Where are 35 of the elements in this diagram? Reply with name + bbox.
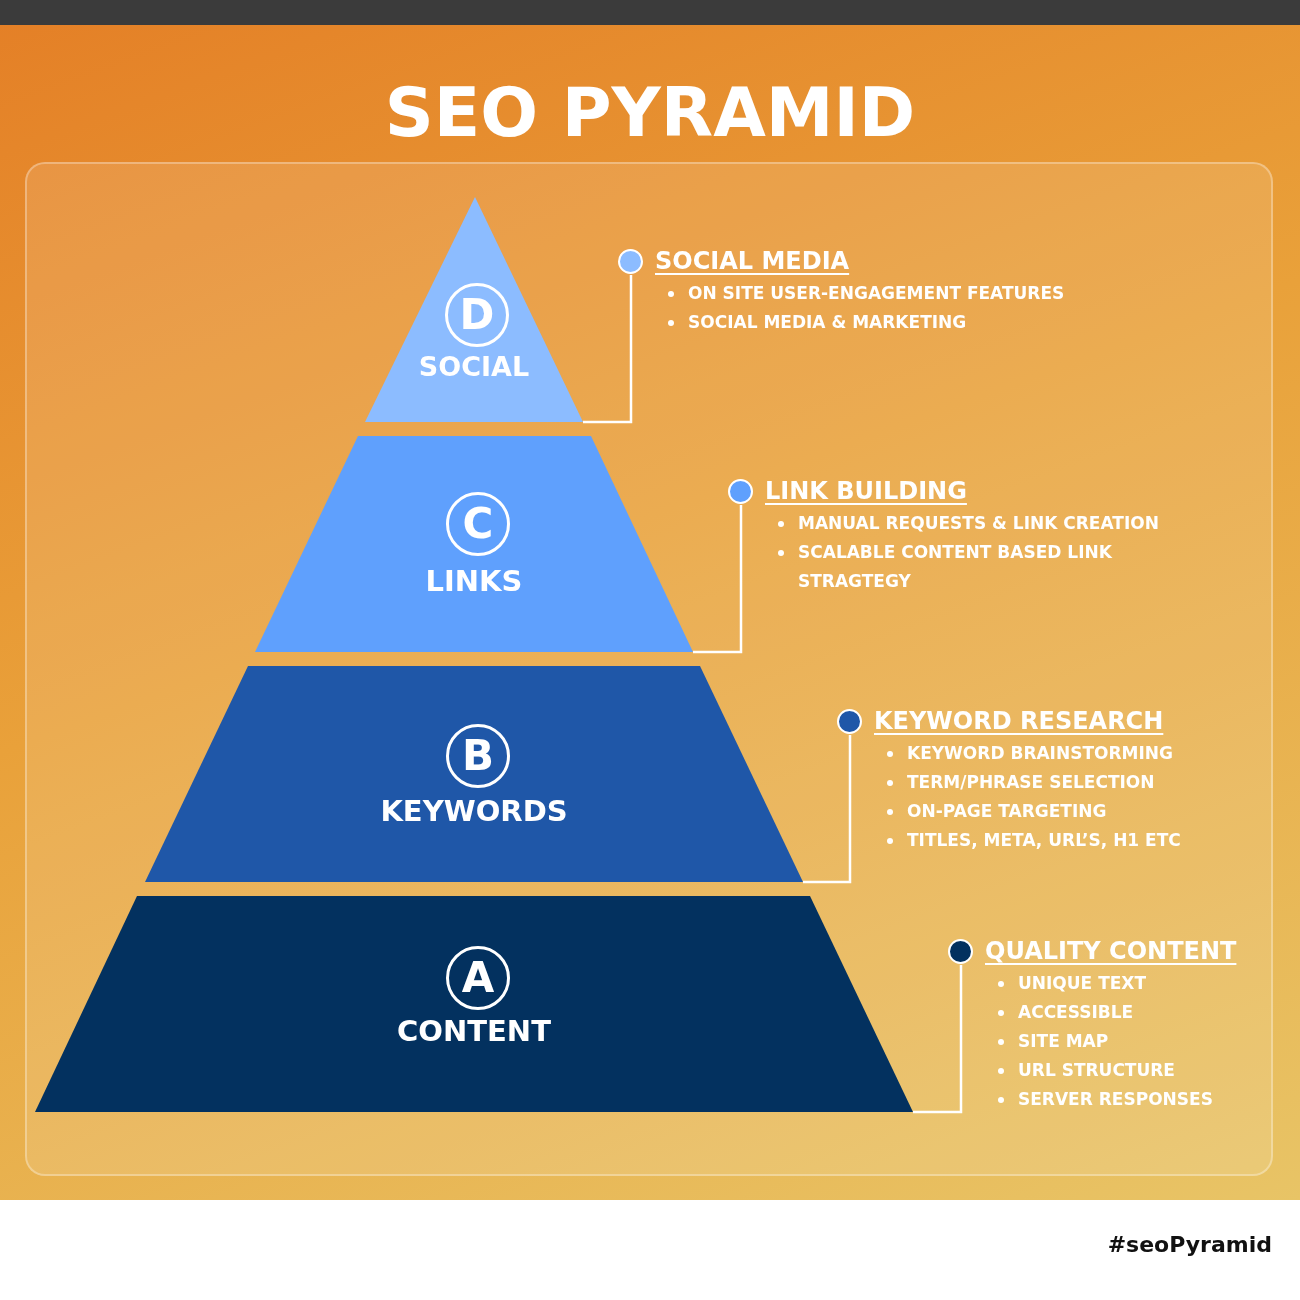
leader-line (693, 505, 743, 654)
pyramid-tier (145, 666, 803, 882)
tier-letter: C (446, 492, 510, 556)
leader-line (913, 965, 963, 1114)
pyramid-tier (255, 436, 693, 652)
bullet-text: SERVER RESPONSES (1018, 1088, 1213, 1111)
tier-label: KEYWORDS (380, 793, 568, 829)
tier-label: LINKS (425, 563, 523, 599)
bullet-text: ACCESSIBLE (1018, 1001, 1134, 1024)
bullet-text: TERM/PHRASE SELECTION (907, 771, 1155, 794)
bullet-text: TITLES, META, URL’S, H1 ETC (907, 829, 1181, 852)
tier-label: SOCIAL (418, 350, 530, 384)
callout-heading: LINK BUILDING (765, 476, 967, 506)
bullet-text: MANUAL REQUESTS & LINK CREATION (798, 512, 1159, 535)
tier-label: CONTENT (397, 1013, 551, 1049)
callout-heading: QUALITY CONTENT (985, 936, 1237, 966)
bullet-text: SOCIAL MEDIA & MARKETING (688, 311, 967, 334)
title: SEO PYRAMID (383, 72, 917, 154)
bullet-text: ON SITE USER-ENGAGEMENT FEATURES (688, 282, 1065, 305)
callout-heading: SOCIAL MEDIA (655, 246, 850, 276)
bullet-text: KEYWORD BRAINSTORMING (907, 742, 1173, 765)
tier-letter: D (445, 283, 509, 347)
tier-letter: B (446, 724, 510, 788)
hashtag-text: #seoPyramid (1107, 1232, 1272, 1257)
leader-line (803, 735, 852, 884)
leader-line (583, 275, 633, 424)
callout-heading: KEYWORD RESEARCH (874, 706, 1164, 736)
tier-letter: A (446, 946, 510, 1010)
bullet-text: ON-PAGE TARGETING (907, 800, 1107, 823)
bullet-text: URL STRUCTURE (1018, 1059, 1175, 1082)
bullet-text: SITE MAP (1018, 1030, 1109, 1053)
pyramid-tier (35, 896, 913, 1112)
bullet-text: UNIQUE TEXT (1018, 972, 1147, 995)
pyramid-tier (365, 197, 583, 422)
bullet-text: SCALABLE CONTENT BASED LINK STRAGTEGY (798, 541, 1113, 593)
